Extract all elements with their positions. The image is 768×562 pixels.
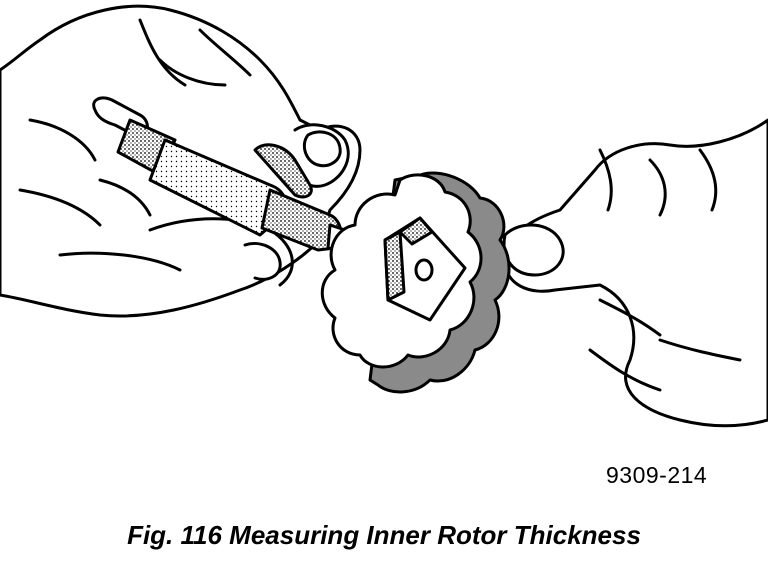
figure-caption: Fig. 116 Measuring Inner Rotor Thickness bbox=[127, 520, 641, 550]
right-hand bbox=[502, 118, 768, 428]
micrometer-measuring-rotor-illustration bbox=[0, 4, 768, 428]
inner-rotor bbox=[320, 171, 511, 394]
figure-code: 9309-214 bbox=[606, 462, 708, 488]
